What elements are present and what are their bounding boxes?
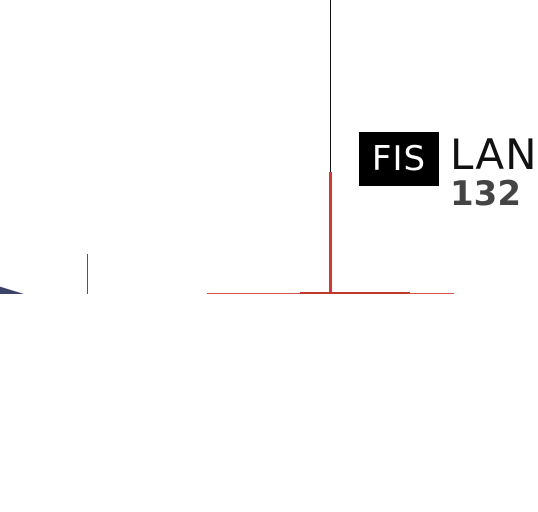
fis-badge: FIS: [359, 132, 439, 186]
left-tick-line: [87, 254, 88, 294]
overlay-number: 132: [450, 174, 521, 214]
vertical-red-line: [329, 172, 332, 294]
vertical-black-line: [330, 0, 331, 172]
fis-badge-text: FIS: [371, 139, 427, 179]
horizontal-red-line-bold: [300, 292, 410, 294]
wedge-shape: [0, 286, 24, 294]
broadcast-scene: FIS LAN 132: [0, 0, 537, 294]
scene-clip: FIS LAN 132: [0, 0, 537, 294]
overlay-title: LAN: [450, 130, 538, 179]
